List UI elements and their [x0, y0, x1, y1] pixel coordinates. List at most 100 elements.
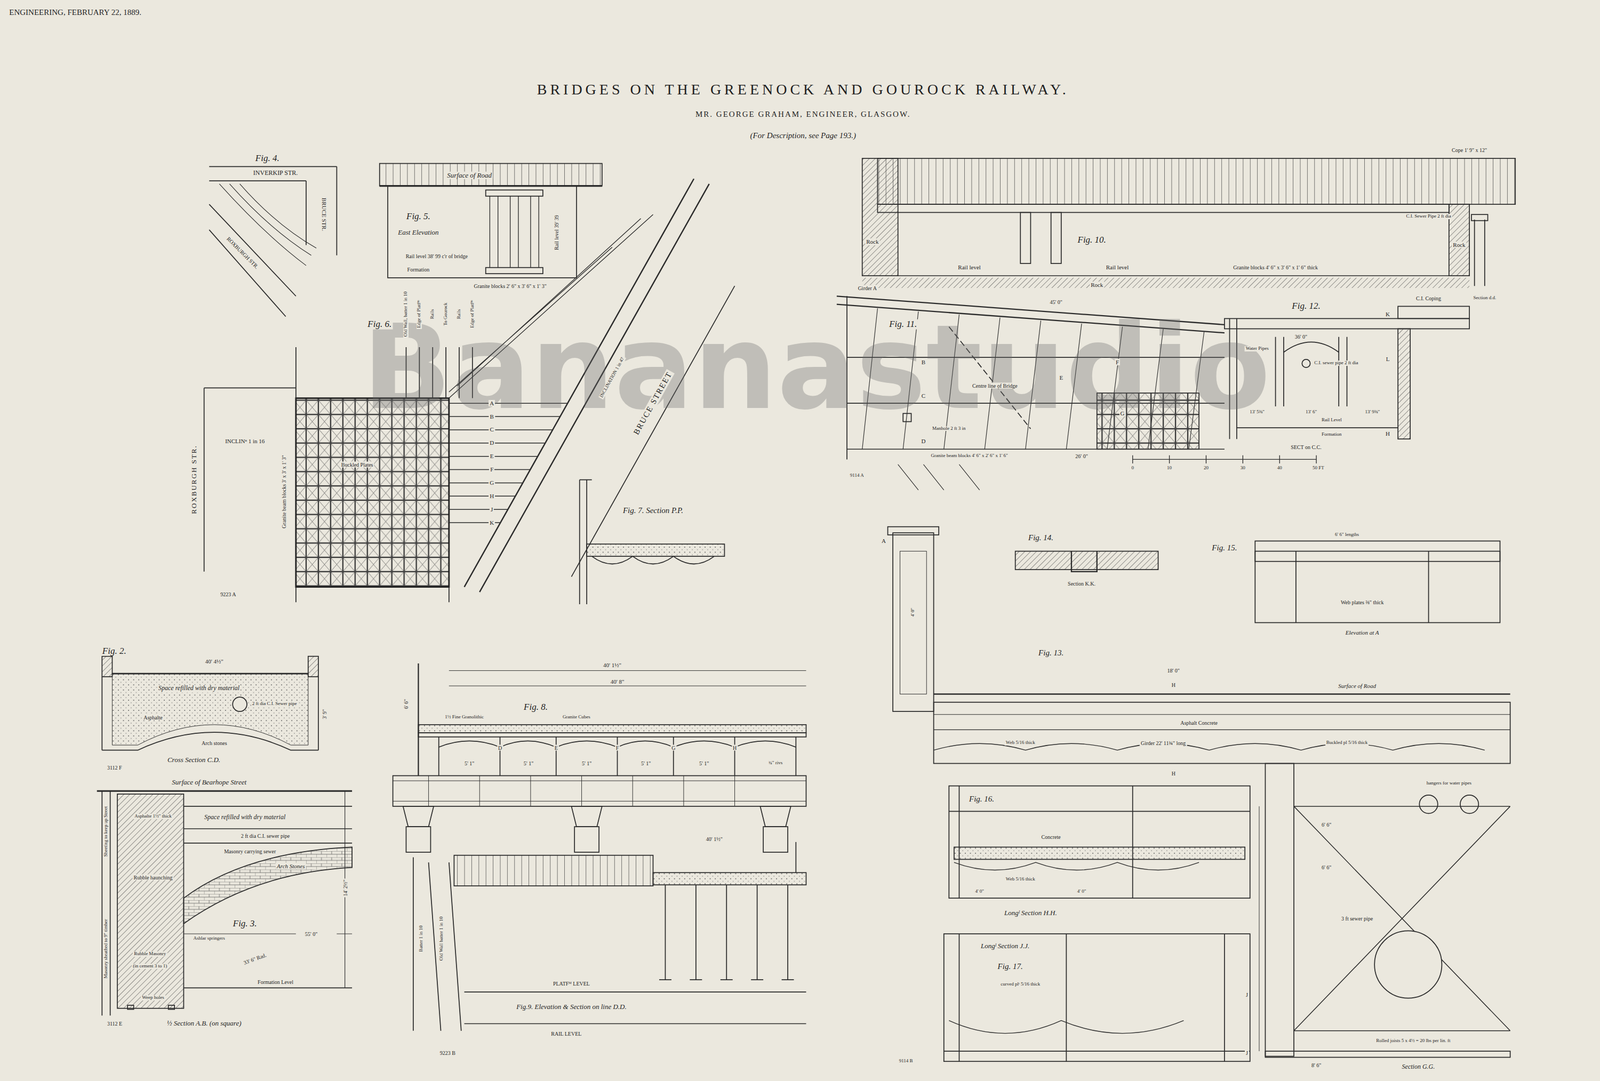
- drawing-label: BRUCE STR.: [321, 196, 328, 232]
- drawing-label: 50 FT: [1311, 465, 1326, 471]
- drawing-label: G: [1119, 410, 1126, 417]
- drawing-label: 33' 6" Rad.: [242, 952, 269, 967]
- drawing-label: Longˡ Section H.H.: [1003, 909, 1059, 917]
- figure-title: Fig. 16.: [968, 794, 996, 804]
- drawing-label: Surface of Road: [445, 171, 493, 180]
- figure-title: Fig. 4.: [254, 153, 281, 164]
- drawing-label: hangers for water pipes: [1425, 780, 1473, 787]
- drawing-label: A: [880, 537, 887, 544]
- drawing-label: B: [920, 358, 927, 366]
- figure-title: Fig. 10.: [1076, 234, 1108, 245]
- drawing-label: D: [488, 439, 495, 446]
- drawing-label: 14' 2½": [341, 878, 348, 898]
- drawing-label: Rock: [865, 238, 880, 245]
- drawing-label: H: [1384, 430, 1391, 437]
- drawing-label: East Elevation: [396, 228, 440, 237]
- drawing-label: Masonry carrying sewer: [222, 848, 277, 854]
- drawing-label: 5' 1": [580, 760, 593, 767]
- drawing-label: 5' 1": [698, 760, 710, 767]
- figure-title: Fig. 5.: [405, 211, 432, 222]
- drawing-label: J: [1244, 1050, 1250, 1056]
- drawing-label: 9114 B: [898, 1058, 915, 1064]
- drawing-label: 6' 6": [1320, 864, 1333, 871]
- drawing-label: 40: [1276, 465, 1284, 471]
- figure-title: Fig. 6.: [366, 319, 393, 330]
- drawing-label: MR. GEORGE GRAHAM, ENGINEER, GLASGOW.: [694, 109, 912, 119]
- plate-title: BRIDGES ON THE GREENOCK AND GOUROCK RAIL…: [536, 81, 1071, 99]
- drawing-label: Sheeting to keep up Street: [103, 805, 109, 858]
- drawing-label: Granite beam blocks 3' x 3' x 1' 3": [280, 454, 287, 530]
- drawing-label: Formation: [406, 266, 431, 273]
- drawing-label: Longˡ Section J.J.: [979, 941, 1031, 950]
- drawing-label: Granite beam blocks 4' 6" x 2' 6" x 1' 6…: [929, 453, 1009, 459]
- drawing-label: curved plᵗ 5/16 thick: [999, 981, 1042, 988]
- drawing-label: 5' 1": [463, 760, 476, 767]
- drawing-label: 26' 0": [1074, 453, 1089, 460]
- drawing-label: RAIL LEVEL: [549, 1030, 583, 1037]
- drawing-label: F: [489, 466, 495, 473]
- drawing-label: 3 ft sewer pipe: [1340, 915, 1374, 922]
- drawing-label: Centre line of Bridge: [971, 382, 1019, 389]
- drawing-label: INVERKIP STR.: [252, 170, 300, 178]
- drawing-label: 2 ft dia C.I. sewer pipe: [240, 832, 291, 839]
- drawing-label: Rails: [456, 308, 462, 321]
- drawing-label: Web 5/16 thick: [1004, 876, 1037, 883]
- figure-title: Fig.9. Elevation & Section on line D.D.: [515, 1003, 628, 1011]
- drawing-label: Asphalte: [142, 714, 164, 721]
- watermark: Bananastudio: [362, 302, 1271, 432]
- drawing-label: A: [488, 400, 495, 407]
- drawing-label: Section K.K.: [1066, 580, 1097, 587]
- figure-title: Fig. 3.: [232, 918, 259, 929]
- drawing-label: Arch stones: [200, 739, 229, 746]
- figure-title: Fig. 2.: [101, 645, 128, 656]
- drawing-label: F: [614, 745, 621, 751]
- drawing-label: Arch Stones: [275, 862, 306, 870]
- drawing-label: Water Pipes: [1244, 346, 1270, 352]
- drawing-label: K: [488, 519, 495, 526]
- drawing-label: 0: [1130, 465, 1135, 471]
- drawing-label: Rubble haunching: [132, 874, 174, 881]
- drawing-label: Weep holes: [140, 995, 166, 1001]
- drawing-label: 30: [1239, 465, 1247, 471]
- drawing-label: 13' 5⅜": [1248, 409, 1266, 415]
- figure-title: Fig. 8.: [522, 702, 549, 713]
- drawing-label: ½ Section A.B. (on square): [165, 1019, 243, 1028]
- drawing-label: Section G.G.: [1401, 1064, 1437, 1071]
- drawing-label: H: [1170, 770, 1177, 777]
- drawing-label: C.I. Sewer Pipe 2 ft dia: [1404, 213, 1452, 220]
- drawing-label: C.I. Coping: [1414, 294, 1443, 301]
- drawing-label: G: [488, 479, 495, 486]
- drawing-label: Rail level 38' 99 c'r of bridge: [404, 253, 469, 260]
- drawing-label: H: [731, 745, 738, 751]
- drawing-label: 40' 8": [609, 678, 626, 685]
- drawing-label: Batter 1 in 10: [418, 924, 424, 954]
- drawing-label: C: [920, 392, 927, 399]
- drawing-label: 4' 0": [910, 606, 916, 619]
- drawing-label: Section d.d.: [1472, 295, 1498, 301]
- drawing-label: To Gourock: [443, 301, 449, 327]
- drawing-label: 40' 1½": [705, 835, 724, 842]
- drawing-label: Rail level: [956, 264, 982, 271]
- drawing-label: 9223 B: [438, 1050, 457, 1056]
- drawing-label: Masonry sheathed to 9" timber: [103, 918, 109, 980]
- drawing-label: Space refilled with dry material: [157, 685, 241, 693]
- drawing-label: Buckled Plates: [340, 461, 375, 468]
- drawing-label: Rail Level: [1320, 417, 1343, 423]
- drawing-label: (in cement 3 to 1): [131, 963, 168, 970]
- drawing-label: 1½ Fine Granolithic: [443, 714, 485, 720]
- drawing-label: 36' 0": [1293, 333, 1309, 340]
- drawing-label: Rails: [429, 308, 436, 321]
- drawing-label: 9114 A: [849, 473, 866, 479]
- drawing-label: 18' 0": [1166, 667, 1181, 674]
- drawing-label: 6' 6": [1320, 821, 1333, 828]
- drawing-label: J: [1244, 992, 1250, 998]
- drawing-label: E: [1058, 374, 1064, 381]
- drawing-label: Cope 1' 9" x 12": [1450, 147, 1488, 154]
- drawing-label: Surface of Road: [1337, 682, 1378, 690]
- drawing-label: PLATFᴹ LEVEL: [552, 980, 591, 987]
- drawing-label: 6' 6" lengths: [1333, 532, 1360, 538]
- drawing-label: G: [670, 745, 677, 751]
- drawing-label: Elevation at A: [1344, 629, 1381, 636]
- drawing-label: Rock: [1089, 281, 1104, 288]
- drawing-label: Granite Cubes: [561, 714, 592, 720]
